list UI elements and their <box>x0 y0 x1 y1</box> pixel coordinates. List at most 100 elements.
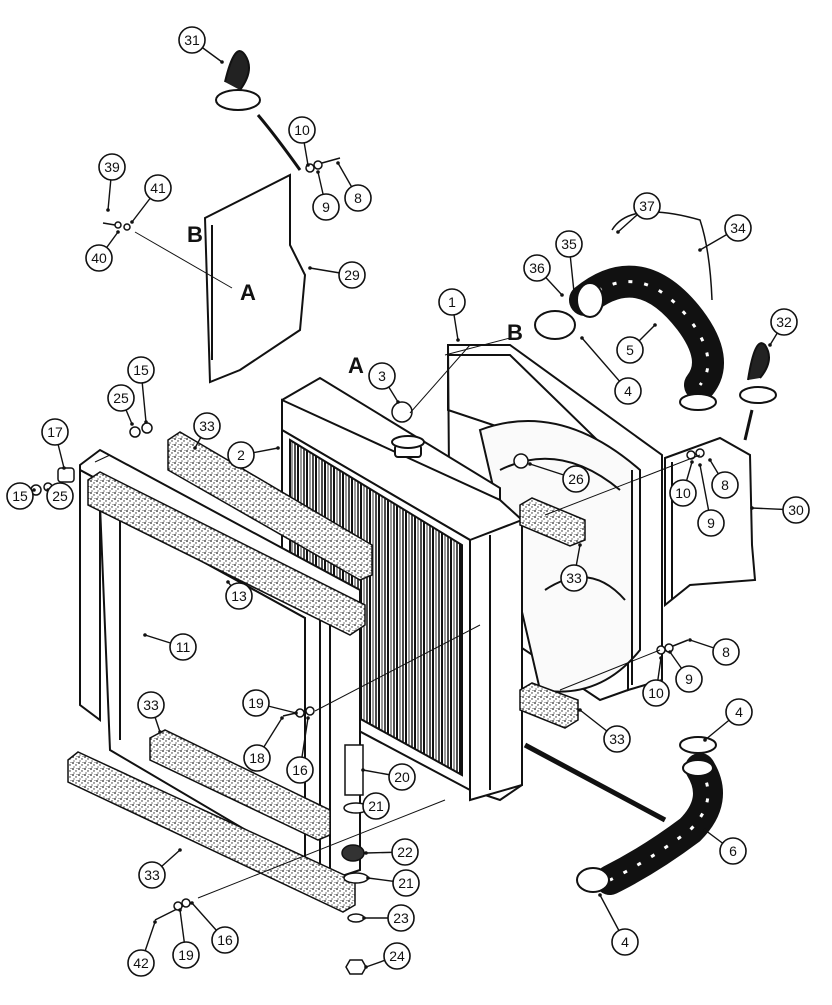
callout-number: 3 <box>378 368 386 384</box>
callout-number: 15 <box>12 488 28 504</box>
callout-arrow-tip <box>578 543 582 547</box>
callout-c3: 3 <box>368 362 396 390</box>
callout-c2: 2 <box>227 441 255 469</box>
callout-number: 10 <box>675 485 691 501</box>
callout-number: 30 <box>788 502 804 518</box>
callout-circle <box>242 689 270 717</box>
callout-number: 8 <box>354 190 362 206</box>
callout-arrow-tip <box>226 580 230 584</box>
callout-c10b: 10 <box>669 479 697 507</box>
callout-arrow-tip <box>144 420 148 424</box>
callout-number: 9 <box>685 671 693 687</box>
callout-c10c: 10 <box>642 679 670 707</box>
callout-c25a: 25 <box>107 384 135 412</box>
callout-arrow-tip <box>336 161 340 165</box>
callout-c16a: 16 <box>286 756 314 784</box>
callout-number: 41 <box>150 180 166 196</box>
callout-number: 4 <box>735 704 743 720</box>
callout-circle <box>137 691 165 719</box>
callout-circle <box>243 744 271 772</box>
callout-number: 8 <box>722 644 730 660</box>
callout-circle <box>711 471 739 499</box>
callout-number: 15 <box>133 362 149 378</box>
reference-letter-B_right: B <box>507 320 523 345</box>
lower-hose <box>523 742 723 895</box>
callout-c15b: 15 <box>6 482 34 510</box>
callout-circle <box>211 926 239 954</box>
callout-arrow-tip <box>580 336 584 340</box>
callout-number: 4 <box>624 383 632 399</box>
callout-c4c: 4 <box>611 928 639 956</box>
callout-arrow-tip <box>106 208 110 212</box>
callout-c33d: 33 <box>603 725 631 753</box>
callout-arrow-tip <box>659 656 663 660</box>
callout-arrow-tip <box>178 908 182 912</box>
callout-number: 10 <box>648 685 664 701</box>
callout-c5: 5 <box>616 336 644 364</box>
callout-number: 6 <box>729 843 737 859</box>
callout-number: 19 <box>178 947 194 963</box>
callout-circle <box>387 904 415 932</box>
callout-circle <box>127 949 155 977</box>
callout-number: 32 <box>776 314 792 330</box>
callout-number: 33 <box>144 867 160 883</box>
callout-circle <box>719 837 747 865</box>
callout-arrow-tip <box>598 893 602 897</box>
callout-arrow-tip <box>153 920 157 924</box>
callout-number: 22 <box>397 844 413 860</box>
callout-circle <box>193 412 221 440</box>
callout-arrow-tip <box>316 170 320 174</box>
callout-circle <box>178 26 206 54</box>
callout-c9a: 9 <box>312 193 340 221</box>
callout-number: 31 <box>184 32 200 48</box>
callout-number: 19 <box>248 695 264 711</box>
callout-number: 42 <box>133 955 149 971</box>
callout-circle <box>368 362 396 390</box>
callout-circle <box>286 756 314 784</box>
callout-arrow-tip <box>366 876 370 880</box>
callout-arrow-tip <box>528 462 532 466</box>
callout-circle <box>344 184 372 212</box>
callout-number: 9 <box>322 199 330 215</box>
callout-arrow-tip <box>308 266 312 270</box>
callout-c34: 34 <box>724 214 752 242</box>
callout-c4b: 4 <box>725 698 753 726</box>
callout-arrow-tip <box>750 506 754 510</box>
callout-c16b: 16 <box>211 926 239 954</box>
callout-number: 23 <box>393 910 409 926</box>
callout-arrow-tip <box>130 220 134 224</box>
callout-c4a: 4 <box>614 377 642 405</box>
alignment-lines <box>94 231 701 712</box>
callout-c10a: 10 <box>288 116 316 144</box>
callout-arrow-tip <box>294 711 298 715</box>
callout-number: 5 <box>626 342 634 358</box>
callout-c31: 31 <box>178 26 206 54</box>
callout-arrow-tip <box>690 460 694 464</box>
callout-arrow-tip <box>456 338 460 342</box>
callout-arrow-tip <box>578 708 582 712</box>
callout-number: 21 <box>398 875 414 891</box>
callout-circle <box>172 941 200 969</box>
callout-arrow-tip <box>62 466 66 470</box>
callout-c37: 37 <box>633 192 661 220</box>
callout-number: 24 <box>389 948 405 964</box>
callout-c8a: 8 <box>344 184 372 212</box>
hose-clamps <box>534 310 717 893</box>
callout-number: 26 <box>568 471 584 487</box>
callout-circle <box>555 230 583 258</box>
callout-c32: 32 <box>770 308 798 336</box>
callout-arrow-tip <box>158 730 162 734</box>
callout-arrow-tip <box>560 293 564 297</box>
callout-c29: 29 <box>338 261 366 289</box>
callout-c22: 22 <box>391 838 419 866</box>
callout-number: 25 <box>113 390 129 406</box>
callout-number: 4 <box>621 934 629 950</box>
callout-layer: 3110893941402937343536132534152533217261… <box>6 26 810 977</box>
callout-circle <box>523 254 551 282</box>
callout-arrow-tip <box>193 446 197 450</box>
upper-hose <box>569 211 724 401</box>
callout-circle <box>383 942 411 970</box>
callout-number: 11 <box>176 639 191 655</box>
callout-number: 33 <box>609 731 625 747</box>
